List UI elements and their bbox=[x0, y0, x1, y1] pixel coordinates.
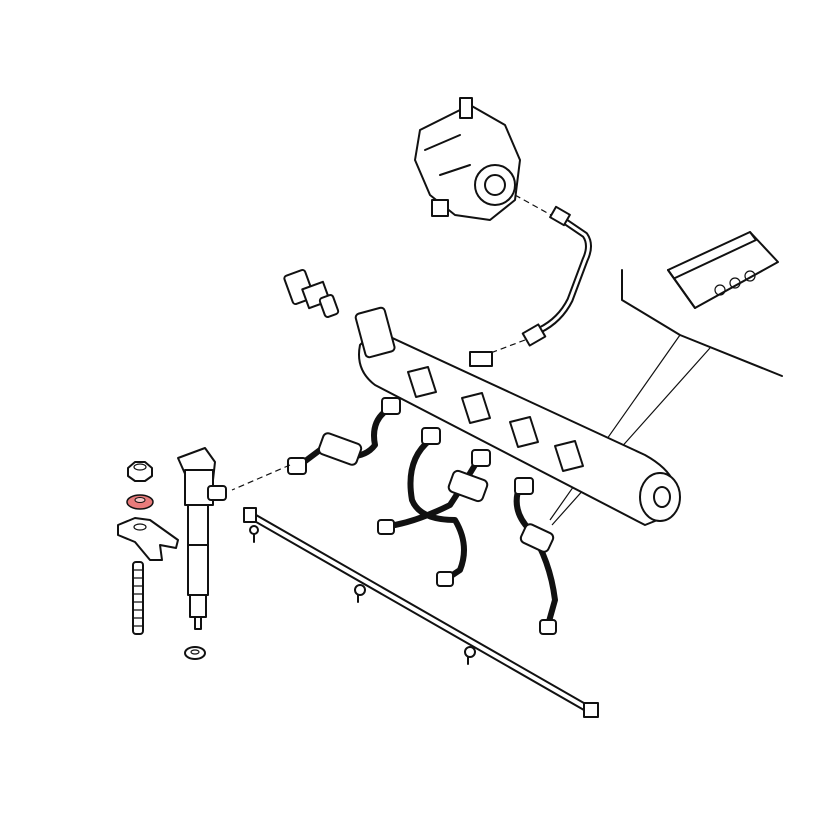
leak-off-return-line[interactable] bbox=[243, 507, 599, 718]
pump-to-rail-pipe[interactable] bbox=[521, 205, 592, 347]
stud[interactable] bbox=[132, 561, 144, 635]
washer[interactable] bbox=[126, 494, 154, 510]
ecu-module[interactable] bbox=[667, 231, 779, 309]
common-rail[interactable] bbox=[354, 306, 681, 526]
ecu-callout-line bbox=[621, 269, 783, 377]
high-pressure-pump[interactable] bbox=[414, 97, 521, 221]
injector-pipes[interactable] bbox=[287, 397, 558, 635]
clamp-bracket[interactable] bbox=[117, 517, 179, 561]
nut[interactable] bbox=[127, 461, 153, 482]
seal-washer[interactable] bbox=[184, 646, 206, 660]
injector[interactable] bbox=[177, 447, 227, 630]
injector-leader-line bbox=[231, 464, 291, 491]
ecu-leader-lines bbox=[549, 334, 711, 526]
rail-pressure-sensor[interactable] bbox=[283, 268, 340, 318]
